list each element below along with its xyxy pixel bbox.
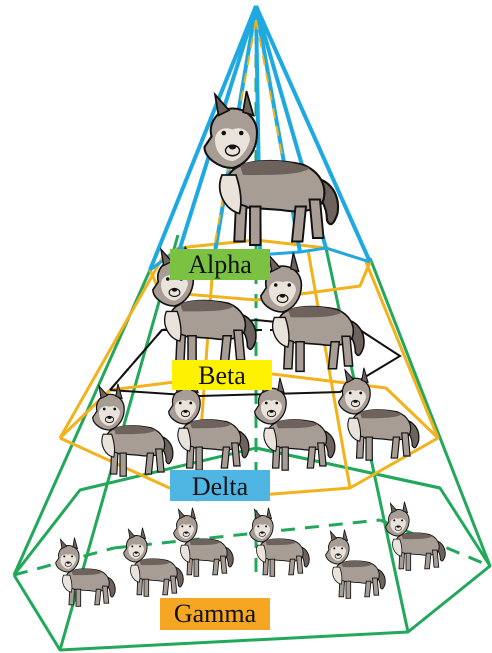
delta-label: Delta <box>170 470 270 501</box>
wolf-icon <box>56 538 116 607</box>
wolf-icon <box>169 378 249 470</box>
beta-label: Beta <box>172 360 272 390</box>
wolf-icon <box>174 508 234 577</box>
wolf-icon <box>205 91 339 245</box>
alpha-wolves <box>205 91 339 245</box>
alpha-label-text: Alpha <box>188 250 252 279</box>
gamma-wolves <box>56 502 446 607</box>
alpha-label: Alpha <box>170 249 270 280</box>
wolf-icon <box>386 502 446 571</box>
wolf-icon <box>326 530 386 599</box>
beta-label-text: Beta <box>198 361 246 390</box>
wolf-icon <box>124 528 184 597</box>
gamma-label-text: Gamma <box>174 599 257 628</box>
wolf-icon <box>250 508 310 577</box>
gamma-label: Gamma <box>160 598 270 630</box>
delta-label-text: Delta <box>192 472 249 501</box>
wolf-icon <box>339 368 419 460</box>
